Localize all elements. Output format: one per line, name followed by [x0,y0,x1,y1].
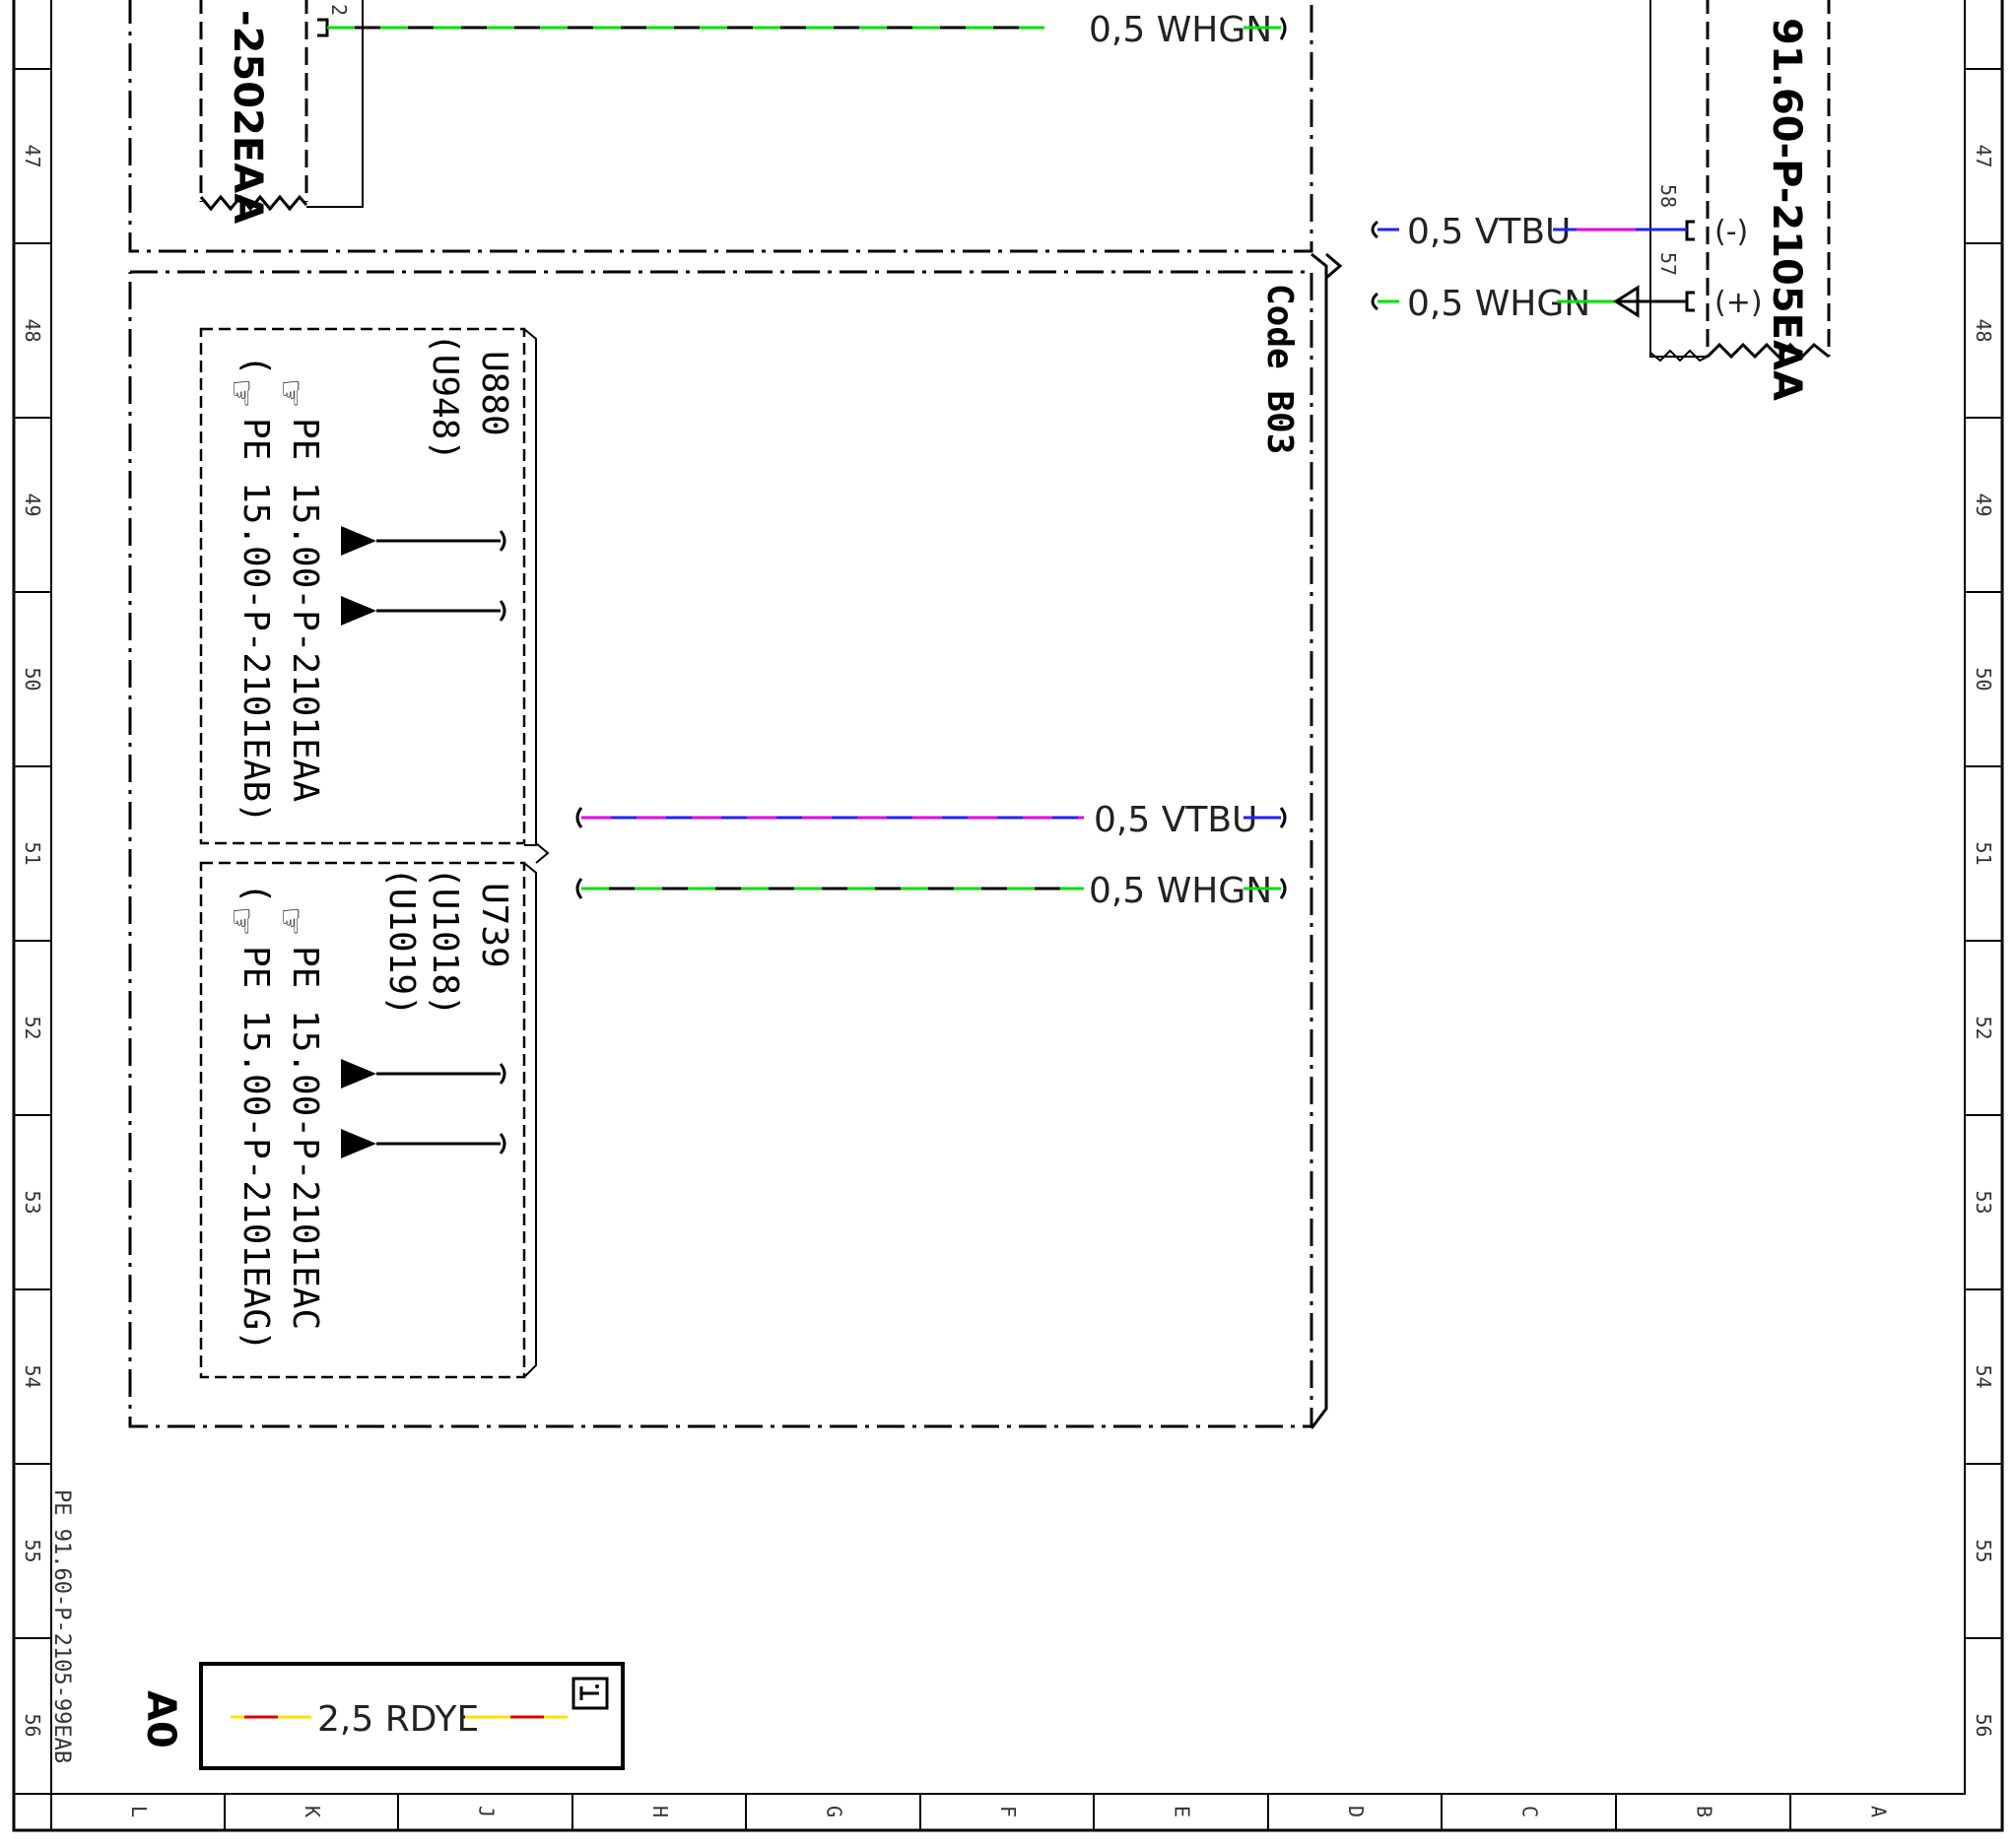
row-label-52: 52 [1972,1016,1995,1039]
svg-text:☞: ☞ [222,378,261,408]
row-label-49: 49 [21,493,44,516]
upper-harness-box [128,0,1313,253]
svg-text:☞: ☞ [271,378,310,408]
variant-code-1: U880 [474,351,514,436]
ref-link-2101EAB[interactable]: PE 15.00-P-2101EAB) [235,418,276,824]
ref-link-2101EAG[interactable]: PE 15.00-P-2101EAG) [235,946,276,1352]
ref-paren: ( [235,355,276,376]
col-label-A: A [1867,1806,1891,1817]
wire-right-whgn[interactable]: 0,5 WHGN [1371,284,1687,324]
component-label: -2502EAA [225,10,270,224]
ref-link-2101EAC[interactable]: PE 15.00-P-2101EAC [285,946,325,1330]
wire-label: 0,5 WHGN [1407,284,1590,324]
row-label-50: 50 [1972,667,1995,691]
component-label: 91.60-P-2105EAA [1764,18,1809,401]
row-label-51: 51 [21,841,44,865]
col-label-E: E [1171,1806,1194,1817]
col-label-G: G [823,1806,846,1817]
col-label-L: L [127,1806,151,1817]
pin-58: 58 [1656,184,1680,208]
row-label-48: 48 [21,318,44,342]
ref-paren: ( [235,883,276,904]
row-label-50: 50 [21,667,44,691]
wire-label: 0,5 VTBU [1094,800,1257,840]
row-label-51: 51 [1972,841,1995,865]
col-label-F: F [996,1806,1020,1817]
variant-code-2: (U1018) [425,867,465,1017]
col-label-B: B [1693,1806,1716,1817]
document-id: PE 91.60-P-2105-99EAB [49,1489,74,1763]
code-label: Code B03 [1259,284,1300,454]
component-2502EAA[interactable]: -2502EAA 2 [199,0,364,224]
drawing-frame [12,0,2004,1832]
ref-link-2101EAA[interactable]: PE 15.00-P-2101EAA [285,418,325,802]
diode-icon [1613,285,1640,318]
wire-label: 0,5 VTBU [1407,212,1571,252]
row-label-47: 47 [1972,144,1995,167]
variant-code-2: (U948) [425,333,465,461]
variant-box-u739[interactable]: U739 (U1018) (U1019) ☞ ☞ PE 15.00-P-2101… [199,861,537,1379]
wire-middle-whgn[interactable]: 0,5 WHGN [575,871,1287,911]
row-label-49: 49 [1972,493,1995,516]
zone-label: A0 [138,1690,183,1749]
row-ruler: 47 47 48 48 49 49 50 50 51 51 52 52 53 53 54 54 55 55 56 56 [14,68,2002,1738]
row-label-54: 54 [1972,1364,1995,1388]
info-icon[interactable] [571,1677,609,1710]
row-label-55: 55 [1972,1539,1995,1562]
col-label-K: K [301,1806,324,1817]
component-91.60-P-2105EAA[interactable]: 91.60-P-2105EAA 58 57 (-) (+) [1649,0,1831,401]
row-label-56: 56 [21,1713,44,1737]
variant-code-1: U739 [474,883,514,968]
col-label-J: J [475,1806,499,1817]
wire-label: 0,5 WHGN [1089,871,1272,911]
variant-code-3: (U1019) [381,867,422,1017]
pin-57: 57 [1656,252,1680,276]
wire-right-vtbu[interactable]: 0,5 VTBU [1371,212,1687,252]
svg-text:☞: ☞ [271,906,310,936]
col-label-H: H [648,1806,672,1817]
row-label-52: 52 [21,1016,44,1039]
pin-number: 2 [327,4,351,16]
pin-58-polarity: (-) [1714,215,1748,249]
row-label-53: 53 [1972,1190,1995,1214]
legend-box: A0 2,5 RDYE [138,1662,625,1770]
svg-text:☞: ☞ [222,906,261,936]
code-b03-box[interactable]: Code B03 [128,270,1313,1428]
row-label-53: 53 [21,1190,44,1214]
wire-middle-vtbu[interactable]: 0,5 VTBU [575,800,1287,840]
code-bracket [1310,252,1343,1429]
col-label-D: D [1344,1806,1368,1817]
wire-top-whgn[interactable]: 0,5 WHGN [327,10,1287,50]
pointing-hand-icon: ☞ ☞ [222,378,310,408]
row-label-48: 48 [1972,318,1995,342]
row-label-54: 54 [21,1364,44,1388]
legend-wire-label: 2,5 RDYE [317,1699,479,1740]
variant-box-u880[interactable]: U880 (U948) ☞ ☞ PE 15.00-P-2101EAA ( PE … [199,327,550,864]
col-label-C: C [1518,1806,1542,1817]
row-label-47: 47 [21,144,44,167]
row-label-56: 56 [1972,1713,1995,1737]
pointing-hand-icon: ☞ ☞ [222,906,310,936]
pin-57-polarity: (+) [1714,286,1763,320]
wire-label: 0,5 WHGN [1089,10,1272,50]
row-label-55: 55 [21,1539,44,1562]
